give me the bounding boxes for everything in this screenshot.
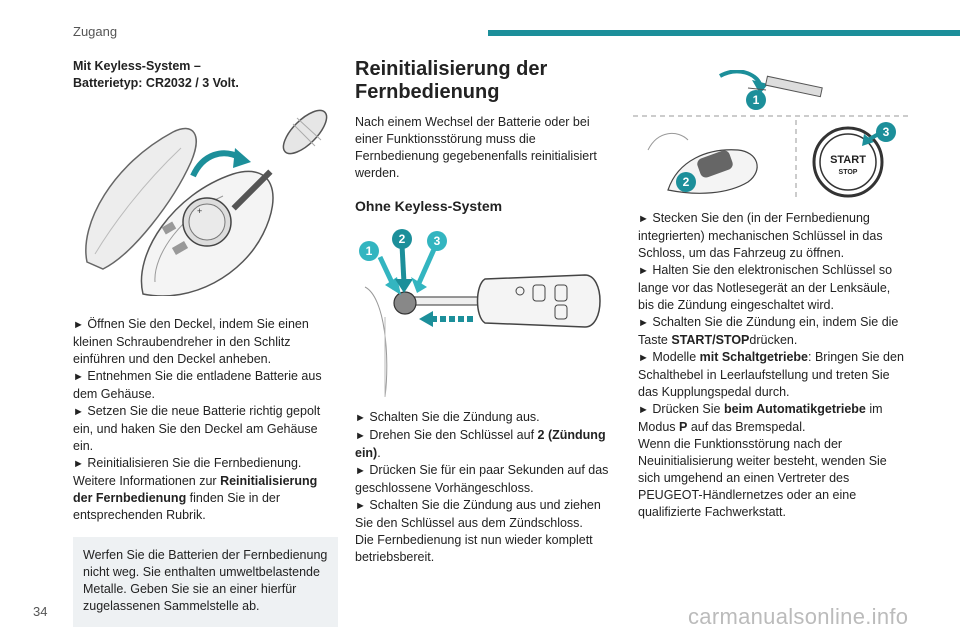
page-number: 34 xyxy=(33,604,48,619)
step-ignition-off: ► Schalten Sie die Zündung aus. xyxy=(355,410,540,424)
step-arrow-icon: ► xyxy=(73,458,84,470)
step-reinitialize: ► Reinitialisieren Sie die Fernbedienung… xyxy=(73,456,302,470)
step-automatic-gearbox: ► Drücken Sie beim Automatikgetriebe im … xyxy=(638,402,883,434)
callout-3: 3 xyxy=(876,122,896,142)
ready-text: Die Fernbedienung ist nun wieder komplet… xyxy=(355,533,593,564)
step-arrow-icon: ► xyxy=(73,406,84,418)
step-arrow-icon: ► xyxy=(638,404,649,416)
svg-text:2: 2 xyxy=(683,175,690,189)
svg-text:3: 3 xyxy=(434,234,441,248)
screwdriver-shaft xyxy=(231,169,273,211)
callout-3: 3 xyxy=(427,231,447,251)
svg-text:+: + xyxy=(197,206,202,216)
left-column: Mit Keyless-System – Batterietyp: CR2032… xyxy=(73,58,338,627)
svg-text:START: START xyxy=(830,154,866,166)
ignition-key-illustration: 1 2 3 xyxy=(359,229,601,397)
step-press-lock: ► Drücken Sie für ein paar Sekunden auf … xyxy=(355,463,609,495)
callout-1: 1 xyxy=(359,241,379,261)
step-open-cover: ► Öffnen Sie den Deckel, indem Sie einen… xyxy=(73,317,309,366)
subtitle-line-1: Mit Keyless-System – xyxy=(73,59,201,73)
subtitle-line-2: Batterietyp: CR2032 / 3 Volt. xyxy=(73,76,239,90)
mechanical-key xyxy=(764,75,823,98)
step-remove-key: ► Schalten Sie die Zündung aus und ziehe… xyxy=(355,498,601,530)
middle-steps: ► Schalten Sie die Zündung aus. ► Drehen… xyxy=(355,409,610,566)
step-turn-key: ► Drehen Sie den Schlüssel auf 2 (Zündun… xyxy=(355,428,606,460)
step-arrow-icon: ► xyxy=(638,213,649,225)
right-column: ► Stecken Sie den (in der Fernbedienung … xyxy=(638,210,908,521)
step-press-start-stop: ► Schalten Sie die Zündung ein, indem Si… xyxy=(638,315,899,347)
recycling-notice: Werfen Sie die Batterien der Fernbedienu… xyxy=(73,537,338,627)
svg-text:1: 1 xyxy=(753,93,760,107)
step-arrow-icon: ► xyxy=(638,317,649,329)
step-arrow-icon: ► xyxy=(73,319,84,331)
callout-2: 2 xyxy=(676,172,696,192)
key-blade xyxy=(409,296,486,306)
left-steps: ► Öffnen Sie den Deckel, indem Sie einen… xyxy=(73,316,338,524)
reinit-intro: Nach einem Wechsel der Batterie oder bei… xyxy=(355,115,597,180)
step-arrow-icon: ► xyxy=(73,371,84,383)
key-fob-battery-illustration: + xyxy=(85,109,328,296)
svg-text:3: 3 xyxy=(883,125,890,139)
step-arrow-icon: ► xyxy=(638,352,649,364)
step-insert-mechanical-key: ► Stecken Sie den (in der Fernbedienung … xyxy=(638,211,883,260)
dealer-contact-text: Wenn die Funktionsstörung nach der Neuin… xyxy=(638,437,887,519)
callout-1: 1 xyxy=(746,90,766,110)
svg-text:1: 1 xyxy=(366,244,373,258)
step-manual-gearbox: ► Modelle mit Schaltgetriebe: Bringen Si… xyxy=(638,350,904,399)
without-keyless-heading: Ohne Keyless-System xyxy=(355,198,503,214)
keyless-reinit-illustration: 1 2 START STOP 3 xyxy=(633,70,908,198)
svg-text:2: 2 xyxy=(399,232,406,246)
step-hold-fob: ► Halten Sie den elektronischen Schlüsse… xyxy=(638,263,893,312)
step-arrow-icon: ► xyxy=(355,412,366,424)
ignition-lock xyxy=(393,291,417,315)
battery-subtitle: Mit Keyless-System – Batterietyp: CR2032… xyxy=(73,58,338,92)
svg-text:STOP: STOP xyxy=(839,169,858,176)
insert-arrow xyxy=(719,70,762,85)
header-accent-bar xyxy=(488,30,960,36)
step-insert-battery: ► Setzen Sie die neue Batterie richtig g… xyxy=(73,404,321,453)
more-info-text: Weitere Informationen zur Reinitialisier… xyxy=(73,474,318,522)
step-arrow-icon: ► xyxy=(355,430,366,442)
step-remove-battery: ► Entnehmen Sie die entladene Batterie a… xyxy=(73,369,322,401)
step-arrow-icon: ► xyxy=(355,465,366,477)
step-arrow-icon: ► xyxy=(355,500,366,512)
section-label: Zugang xyxy=(73,24,118,39)
fob-cover xyxy=(85,127,197,270)
callout-2: 2 xyxy=(392,229,412,249)
step-arrow-icon: ► xyxy=(638,265,649,277)
watermark: carmanualsonline.info xyxy=(688,604,909,629)
screwdriver-handle xyxy=(282,109,328,155)
